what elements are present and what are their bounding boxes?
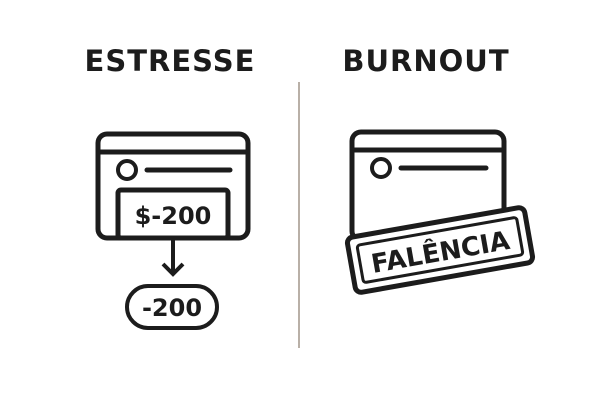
amount-card: $-200 (115, 187, 231, 241)
burnout-title: BURNOUT (342, 44, 510, 78)
column-divider (298, 82, 300, 348)
arrow-down-icon (161, 240, 185, 277)
card-amount: $-200 (135, 202, 212, 230)
stress-title: ESTRESSE (84, 44, 256, 78)
result-value: -200 (142, 294, 202, 322)
browser-window-icon (349, 129, 507, 243)
result-pill: -200 (125, 284, 219, 330)
stamp-icon: FALÊNCIA (344, 205, 536, 295)
